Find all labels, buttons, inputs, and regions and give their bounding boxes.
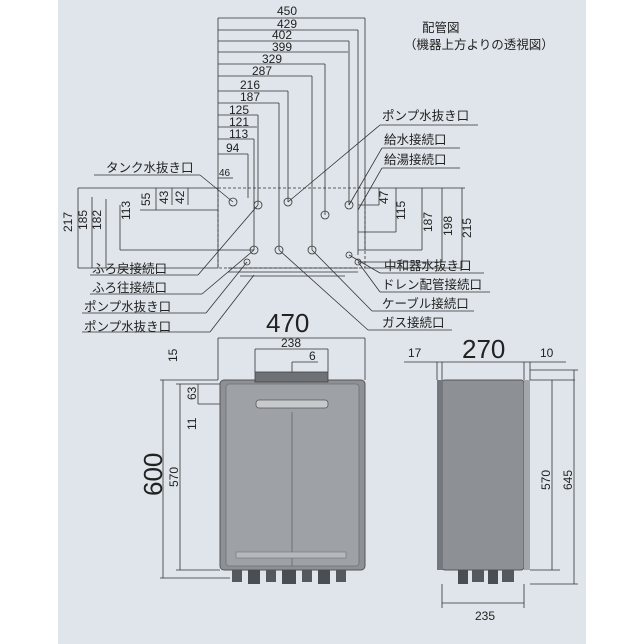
label-pump-drain-left-1: ポンプ水抜き口 [84, 299, 171, 314]
label-bath-return: ふろ戻接続口 [92, 261, 167, 276]
left-leader-lines [82, 174, 259, 333]
front-width-470: 470 [266, 308, 309, 338]
dim-217: 217 [61, 212, 75, 232]
dim-329: 329 [262, 52, 282, 66]
port-bath-return [253, 200, 263, 210]
dim-42: 42 [173, 190, 187, 204]
label-bath-supply: ふろ往接続口 [92, 280, 167, 295]
label-tank-drain: タンク水抜き口 [106, 160, 194, 175]
label-gas: ガス接続口 [382, 315, 445, 330]
side-depth-270: 270 [462, 334, 505, 364]
front-bottom-fittings [232, 570, 346, 584]
dim-187-v: 187 [421, 212, 435, 232]
front-top-connector [254, 371, 329, 383]
dim-115: 115 [394, 201, 408, 220]
dim-216: 216 [240, 78, 260, 92]
right-vertical-dim-lines [358, 187, 465, 269]
port-pump-drain-2 [274, 245, 284, 255]
top-view-subtitle: （機器上方よりの透視図） [404, 37, 554, 52]
side-total-645: 645 [561, 470, 575, 490]
dim-94: 94 [226, 141, 240, 155]
front-top-gap-15: 15 [166, 348, 180, 362]
dim-43: 43 [157, 190, 171, 204]
dim-113-v: 113 [119, 201, 133, 220]
connection-ports [228, 197, 362, 266]
dim-185: 185 [76, 210, 90, 230]
port-bath-supply [283, 197, 293, 207]
port-pump-drain-1 [249, 245, 259, 255]
dim-46: 46 [219, 168, 231, 179]
front-exhaust-vent [255, 399, 329, 409]
side-bottom-235: 235 [475, 609, 495, 623]
label-pump-drain-left-2: ポンプ水抜き口 [84, 319, 171, 334]
front-offset-6: 6 [309, 349, 316, 363]
top-view: 配管図 （機器上方よりの透視図） 450 429 [61, 4, 554, 334]
dim-121: 121 [229, 115, 249, 129]
label-water-supply: 給水接続口 [384, 132, 447, 147]
dim-450: 450 [277, 4, 297, 18]
label-hot-water: 給湯接続口 [384, 152, 447, 167]
dim-287: 287 [252, 64, 272, 78]
front-body-570: 570 [167, 467, 181, 487]
port-neutralizer-drain [345, 251, 353, 259]
front-bottom-vent [235, 551, 347, 559]
label-cable: ケーブル接続口 [382, 296, 469, 311]
port-tank-drain [228, 197, 238, 207]
horizontal-dim-lines [217, 17, 366, 268]
dim-47: 47 [377, 190, 391, 204]
front-width-238: 238 [281, 336, 301, 350]
side-wall-bracket [437, 380, 443, 570]
port-pump-drain-3 [243, 258, 251, 266]
dim-187: 187 [240, 90, 260, 104]
side-body-570: 570 [539, 470, 553, 490]
dim-125: 125 [229, 103, 249, 117]
label-drain-pipe: ドレン配管接続口 [382, 277, 482, 292]
dim-399: 399 [272, 40, 292, 54]
side-bottom-fittings [458, 570, 514, 584]
side-view: 17 270 10 570 [404, 334, 578, 623]
front-dim-11: 11 [185, 417, 199, 430]
port-water-supply [344, 200, 354, 210]
right-leader-lines [278, 124, 490, 331]
side-right-offset-10: 10 [540, 346, 554, 360]
dim-113: 113 [229, 127, 248, 141]
dim-402: 402 [272, 28, 292, 42]
dim-429: 429 [277, 17, 297, 31]
dim-55: 55 [139, 192, 153, 206]
left-vertical-dim-lines [77, 187, 254, 269]
port-gas [307, 245, 317, 255]
side-left-offset-17: 17 [408, 346, 422, 360]
side-unit-body [441, 379, 525, 571]
side-front-panel [524, 380, 530, 570]
label-pump-drain-right: ポンプ水抜き口 [382, 108, 469, 123]
front-dim-63: 63 [185, 386, 199, 400]
front-view: 470 238 6 600 570 15 63 11 [138, 308, 366, 584]
port-hot-water [320, 210, 330, 220]
dim-198: 198 [441, 216, 455, 236]
front-height-600: 600 [138, 453, 168, 496]
dim-215: 215 [460, 218, 474, 238]
top-view-title: 配管図 [422, 20, 460, 35]
label-neutralizer-drain: 中和器水抜き口 [384, 258, 472, 273]
dim-182: 182 [90, 210, 104, 230]
